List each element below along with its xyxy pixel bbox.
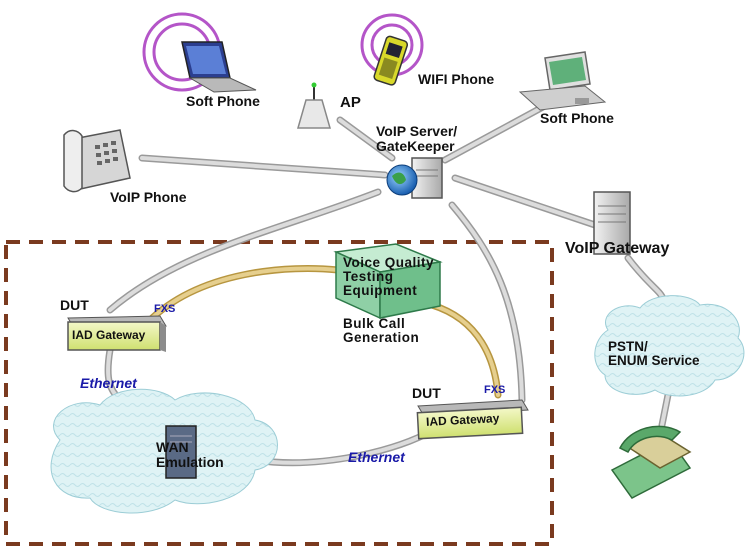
- pstn-label: PSTN/ ENUM Service: [608, 339, 700, 369]
- voip-server-label: VoIP Server/ GateKeeper: [376, 123, 458, 154]
- access-point-icon: [297, 82, 331, 129]
- wan-cloud-icon: [50, 388, 278, 514]
- pstn-cloud-icon: [594, 295, 745, 397]
- analog-phone-icon: [610, 425, 692, 499]
- dut-right-label: DUT: [412, 385, 441, 401]
- fxs-right-label: FXS: [484, 384, 506, 396]
- soft-phone-pc-label: Soft Phone: [540, 110, 614, 126]
- desktop-pc-icon: [518, 51, 607, 111]
- wan-emulation-label: WAN Emulation: [156, 439, 224, 470]
- ethernet-left-label: Ethernet: [80, 375, 137, 391]
- iad-gateway-right-icon: [416, 399, 529, 440]
- dut-boundary: [4, 240, 554, 546]
- voip-server-icon: [386, 157, 443, 199]
- voice-quality-label: Voice Quality Testing Equipment: [343, 255, 435, 299]
- dut-left-label: DUT: [60, 297, 89, 313]
- voice-quality-tester-icon: [333, 243, 443, 320]
- wifi-phone-label: WIFI Phone: [418, 71, 495, 87]
- voip-phone-label: VoIP Phone: [110, 189, 187, 205]
- ethernet-bottom-label: Ethernet: [348, 449, 405, 465]
- voip-gateway-icon: [593, 191, 631, 255]
- ap-label: AP: [340, 94, 361, 111]
- voip-gateway-label: VoIP Gateway: [565, 240, 670, 257]
- wan-emulation-server-icon: [165, 425, 197, 479]
- wifi-phone-icon: [373, 35, 409, 86]
- soft-phone-laptop-label: Soft Phone: [186, 93, 260, 109]
- iad-left-label: IAD Gateway: [72, 328, 146, 342]
- bulk-call-label: Bulk Call Generation: [343, 316, 420, 346]
- voip-desk-phone-icon: [63, 129, 131, 193]
- laptop-icon: [181, 41, 257, 93]
- fxs-left-label: FXS: [154, 303, 176, 315]
- iad-gateway-left-icon: [67, 315, 167, 352]
